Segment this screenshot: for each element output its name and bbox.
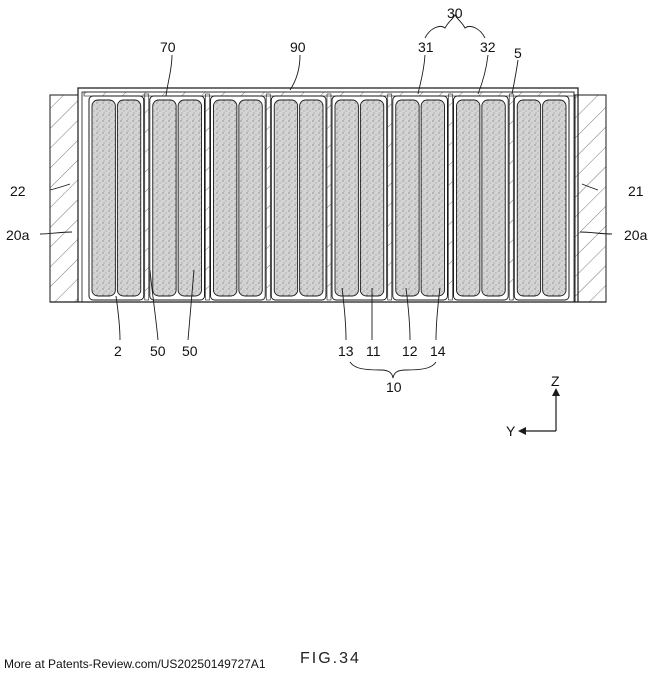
label-50-a: 50 bbox=[150, 343, 166, 359]
electrode-pocket bbox=[116, 99, 142, 297]
end-plate-left bbox=[49, 94, 79, 303]
electrode-pocket bbox=[542, 99, 567, 297]
label-10: 10 bbox=[386, 379, 402, 395]
electrode-pocket bbox=[359, 99, 385, 297]
separator-plate bbox=[144, 93, 150, 301]
electrode-pocket bbox=[238, 99, 263, 297]
end-plate-right bbox=[574, 94, 607, 303]
leader-lines bbox=[39, 14, 613, 379]
source-note: More at Patents-Review.com/US20250149727… bbox=[4, 657, 266, 671]
electrode-pocket bbox=[334, 99, 359, 297]
axis-z-label: Z bbox=[551, 373, 560, 389]
separator-plate bbox=[448, 93, 453, 301]
separator-plate bbox=[326, 93, 332, 301]
label-20a-right: 20a bbox=[624, 227, 648, 243]
axis-indicator: Z Y bbox=[506, 373, 560, 439]
label-11: 11 bbox=[366, 343, 381, 359]
electrode-pocket bbox=[420, 99, 445, 297]
separator-plate bbox=[265, 93, 271, 301]
electrode-pocket bbox=[213, 99, 238, 297]
label-50-b: 50 bbox=[182, 343, 198, 359]
label-2: 2 bbox=[114, 343, 122, 359]
electrode-pocket bbox=[299, 99, 324, 297]
axis-y-label: Y bbox=[506, 423, 516, 439]
electrode-pocket bbox=[481, 99, 506, 297]
label-22: 22 bbox=[10, 183, 26, 199]
separator-plate bbox=[508, 93, 514, 301]
electrode-pocket bbox=[91, 99, 116, 297]
electrode-pocket bbox=[152, 99, 177, 297]
label-32: 32 bbox=[480, 39, 496, 55]
cover-outline bbox=[77, 87, 579, 302]
label-70: 70 bbox=[160, 39, 176, 55]
label-14: 14 bbox=[430, 343, 446, 359]
label-5: 5 bbox=[514, 45, 522, 61]
electrode-pocket bbox=[395, 99, 420, 297]
label-21: 21 bbox=[628, 183, 644, 199]
electrode-pocket bbox=[456, 99, 481, 297]
label-12: 12 bbox=[402, 343, 418, 359]
electrode-pocket bbox=[516, 99, 542, 297]
label-31: 31 bbox=[418, 39, 434, 55]
electrode-pocket bbox=[177, 99, 202, 297]
figure-caption: FIG.34 bbox=[300, 650, 361, 667]
label-20a-left: 20a bbox=[6, 227, 30, 243]
cell-stack bbox=[83, 91, 575, 301]
heat-transfer-sheet bbox=[83, 91, 575, 97]
separator-plate bbox=[387, 93, 393, 301]
electrode-pocket bbox=[273, 99, 299, 297]
label-30: 30 bbox=[447, 5, 463, 21]
separator-plate bbox=[205, 93, 210, 301]
label-13: 13 bbox=[338, 343, 354, 359]
label-90: 90 bbox=[290, 39, 306, 55]
